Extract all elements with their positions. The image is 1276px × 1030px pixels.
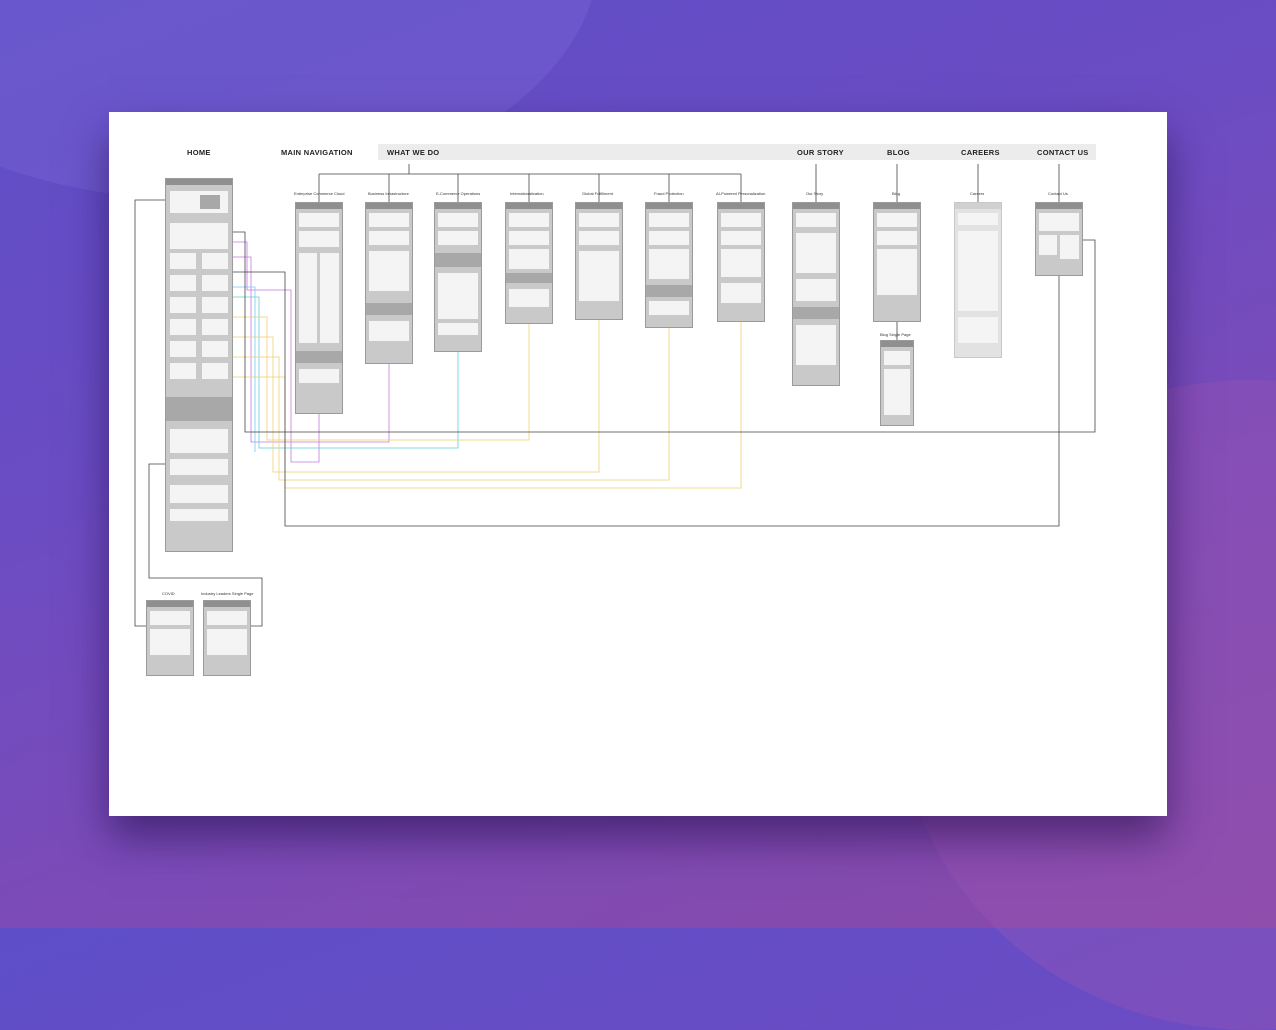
wireframe-fraud[interactable] bbox=[645, 202, 693, 328]
label-covid: COVID bbox=[162, 591, 175, 596]
label-blog: Blog bbox=[892, 191, 901, 196]
wireframe-home[interactable] bbox=[165, 178, 233, 552]
nav-home: HOME bbox=[187, 148, 211, 157]
nav-careers: CAREERS bbox=[961, 148, 1000, 157]
connector-lines bbox=[134, 164, 1096, 627]
label-business: Business Infrastructure bbox=[368, 191, 409, 196]
nav-our-story: OUR STORY bbox=[797, 148, 844, 157]
label-intl: Internationalization bbox=[510, 191, 544, 196]
wireframe-industry[interactable] bbox=[203, 600, 251, 676]
label-industry: Industry Leaders Single Page bbox=[201, 591, 254, 596]
wireframe-careers[interactable] bbox=[954, 202, 1002, 358]
nav-blog: BLOG bbox=[887, 148, 910, 157]
wireframe-our-story[interactable] bbox=[792, 202, 840, 386]
what-we-do-bar bbox=[378, 144, 1096, 160]
wireframe-covid[interactable] bbox=[146, 600, 194, 676]
wireframe-enterprise[interactable] bbox=[295, 202, 343, 414]
sitemap-board: HOME MAIN NAVIGATION WHAT WE DO OUR STOR… bbox=[109, 112, 1167, 816]
nav-main-navigation: MAIN NAVIGATION bbox=[281, 148, 353, 157]
wireframe-intl[interactable] bbox=[505, 202, 553, 324]
label-contact: Contact Us bbox=[1048, 191, 1068, 196]
wireframe-ai[interactable] bbox=[717, 202, 765, 322]
wireframe-business[interactable] bbox=[365, 202, 413, 364]
nav-what-we-do: WHAT WE DO bbox=[387, 148, 440, 157]
wireframe-ecommerce[interactable] bbox=[434, 202, 482, 352]
wireframe-contact[interactable] bbox=[1035, 202, 1083, 276]
label-fulfillment: Global Fulfillment bbox=[582, 191, 613, 196]
label-our-story: Our Story bbox=[806, 191, 824, 196]
label-blog-single: Blog Single Page bbox=[880, 332, 911, 337]
wireframe-blog[interactable] bbox=[873, 202, 921, 322]
wireframe-fulfillment[interactable] bbox=[575, 202, 623, 320]
nav-contact-us: CONTACT US bbox=[1037, 148, 1089, 157]
wireframe-blog-single[interactable] bbox=[880, 340, 914, 426]
label-careers: Careers bbox=[970, 191, 985, 196]
